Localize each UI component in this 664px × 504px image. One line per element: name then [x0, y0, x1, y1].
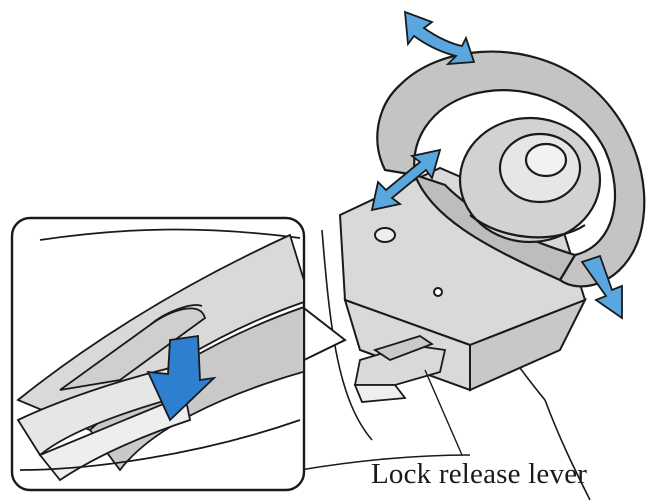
lock-release-lever-icon — [353, 335, 447, 403]
push-down-arrow-icon — [146, 334, 217, 422]
adjust-arrow-telescopic-icon — [370, 148, 442, 212]
adjust-arrow-tilt-icon — [403, 10, 476, 66]
steering-wheel-icon — [376, 50, 646, 288]
callout-leader — [299, 304, 463, 456]
inset-detail — [10, 216, 306, 492]
lock-release-lever-label: Lock release lever — [371, 458, 588, 490]
adjust-arrow-down-icon — [580, 254, 623, 320]
